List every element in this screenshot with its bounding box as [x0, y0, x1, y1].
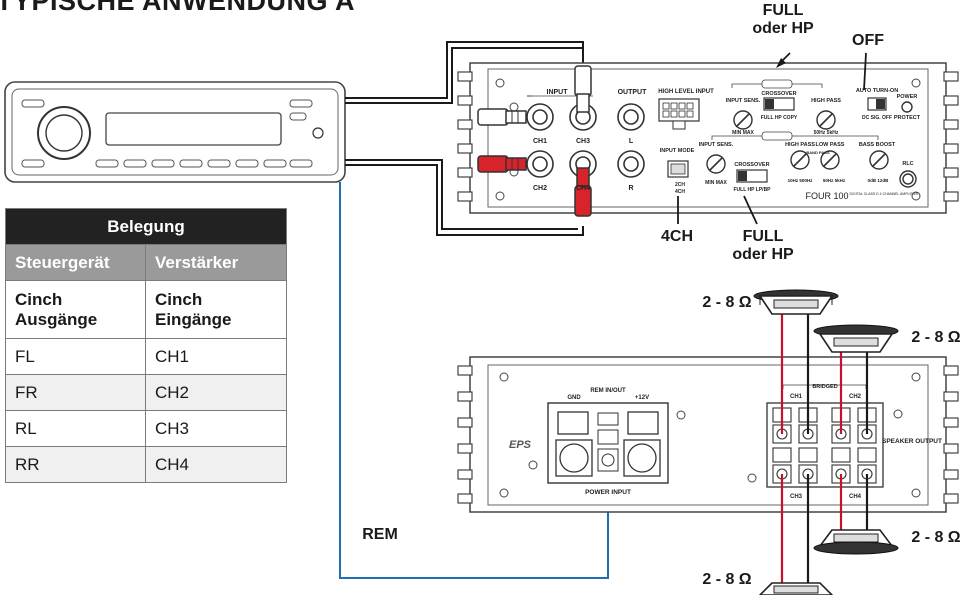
speaker-wires — [780, 314, 869, 583]
rca-plug-ch3-white — [574, 65, 592, 113]
table-row: RL CH3 — [5, 410, 287, 447]
amplifier-four100 — [457, 52, 959, 225]
bass-boost-label: BASS BOOST — [859, 142, 896, 148]
input-sens-label-top: INPUT SENS. — [726, 98, 761, 104]
speaker-ch3-label: CH3 — [790, 494, 803, 500]
crossover-label-bottom: CROSSOVER — [734, 162, 769, 168]
head-unit — [4, 81, 346, 183]
power-input-label: POWER INPUT — [585, 489, 631, 496]
hp-range-label: 10Hz 500Hz — [788, 178, 814, 183]
sens-range-top: MIN MAX — [732, 130, 754, 136]
power-led-label: POWER — [897, 94, 918, 100]
speaker-ch4-label: CH4 — [849, 494, 862, 500]
signal-wires — [345, 41, 584, 236]
input-mode-label: INPUT MODE — [660, 148, 695, 154]
rem-in-out-label: REM IN/OUT — [590, 388, 626, 394]
table-header-head-unit: Steuergerät — [5, 244, 146, 281]
speaker-ch2-label: CH2 — [849, 394, 862, 400]
input-label: INPUT — [547, 89, 569, 96]
high-level-input-label: HIGH LEVEL INPUT — [658, 89, 714, 95]
ch1-label: CH1 — [533, 138, 547, 145]
rlc-label: RLC — [902, 161, 913, 167]
plus12v-label: +12V — [635, 395, 649, 401]
callout-speaker-ohm-2: 2 - 8 Ω — [911, 329, 961, 346]
table-header-amplifier: Verstärker — [145, 244, 287, 281]
ch3-label: CH3 — [576, 138, 590, 145]
input-sens-label-bottom: INPUT SENS. — [699, 142, 734, 148]
brand-logo: EPS — [509, 439, 532, 451]
auto-turn-on-label: AUTO TURN-ON — [856, 88, 898, 94]
high-pass-label-bottom: HIGH PASS — [785, 142, 815, 148]
speaker-icon-front-right — [813, 324, 899, 353]
crossover-label-top: CROSSOVER — [761, 91, 796, 97]
rem-wire — [339, 182, 609, 579]
band-pass-label: BAND PASS — [806, 150, 830, 155]
callout-speaker-ohm-4: 2 - 8 Ω — [702, 571, 752, 588]
boost-range-label: 0dB 12dB — [868, 178, 890, 183]
high-pass-label-top: HIGH PASS — [811, 98, 841, 104]
sens-range-bottom: MIN MAX — [705, 180, 727, 186]
speaker-icon-rear-left — [758, 582, 834, 595]
table-row: FL CH1 — [5, 338, 287, 375]
mode-4ch-label: 4CH — [675, 189, 685, 195]
table-row: RR CH4 — [5, 446, 287, 483]
page-title: TYPISCHE ANWENDUNG A — [0, 0, 356, 16]
out-l-label: L — [629, 138, 634, 145]
callout-input-mode-4ch: 4CH — [660, 228, 693, 245]
crossover-options-top: FULL HP COPY — [761, 115, 798, 121]
protect-led-label: PROTECT — [894, 115, 921, 121]
crossover-options-bottom: FULL HP LP/BP — [733, 187, 771, 193]
out-r-label: R — [628, 185, 633, 192]
callout-speaker-ohm-3: 2 - 8 Ω — [911, 529, 961, 546]
ch2-label: CH2 — [533, 185, 547, 192]
assignment-table: Belegung Steuergerät Verstärker Cinch Au… — [5, 208, 287, 483]
model-subtitle: DIGITAL CLASS D 4 CHANNEL AMPLIFIER — [850, 192, 919, 196]
callout-speaker-ohm-1: 2 - 8 Ω — [702, 294, 752, 311]
ch3ch4-tag: CH3+CH4 — [766, 134, 789, 140]
amplifier-power-stage — [457, 356, 959, 513]
mode-2ch-label: 2CH — [675, 182, 685, 188]
rca-plug-ch1-white — [477, 108, 527, 126]
callout-auto-turn-on-off: OFF — [852, 32, 884, 49]
callout-crossover-full-bottom: FULL oder HP — [732, 228, 794, 263]
hz-range-top: 50Hz 5kHz — [814, 130, 839, 136]
gnd-label: GND — [567, 395, 581, 401]
ch4-label: CH4 — [576, 185, 590, 192]
speaker-output-label: SPEAKER OUTPUT — [882, 438, 942, 445]
callout-rem: REM — [362, 526, 398, 543]
bridged-label: BRIDGED — [812, 384, 837, 390]
rca-plug-ch2-red — [477, 155, 527, 173]
ch1ch2-tag: CH1+CH2 — [766, 82, 789, 88]
speaker-icon-front-left — [753, 289, 839, 315]
lp-range-label: 50Hz 5kHz — [823, 178, 846, 183]
callout-crossover-full-top: FULL oder HP — [752, 2, 814, 37]
table-title: Belegung — [5, 208, 287, 245]
speaker-ch1-label: CH1 — [790, 394, 803, 400]
rca-plug-ch4-red — [574, 167, 592, 217]
low-pass-label: LOW PASS — [816, 142, 845, 148]
speaker-icon-rear-right — [813, 529, 899, 555]
auto-turn-on-options: DC SIG. OFF — [862, 115, 892, 121]
table-row: Cinch Ausgänge Cinch Eingänge — [5, 280, 287, 339]
table-row: FR CH2 — [5, 374, 287, 411]
model-name: FOUR 100 — [805, 191, 848, 201]
output-label: OUTPUT — [618, 89, 648, 96]
